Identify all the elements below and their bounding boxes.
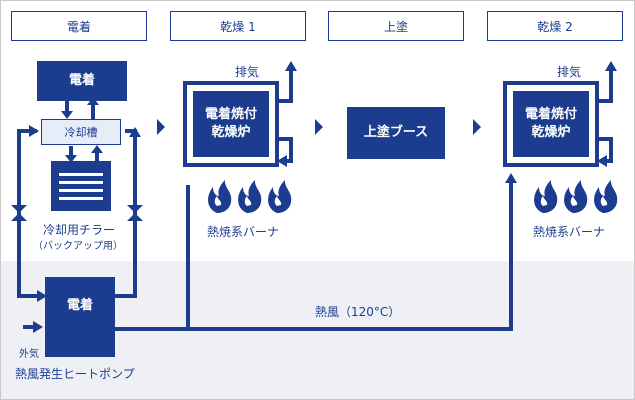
- heat-pump-label: 熱風発生ヒートポンプ: [15, 367, 135, 381]
- electrodeposition-top: 電着: [37, 61, 127, 101]
- top-coat-booth: 上塗ブース: [347, 107, 445, 159]
- flame-icon: [238, 180, 262, 213]
- arrow-icon: [61, 111, 73, 119]
- exhaust-label-2: 排気: [557, 65, 582, 79]
- flame-icon: [268, 180, 292, 213]
- cooling-tank: 冷却槽: [41, 119, 121, 145]
- chiller-label: 冷却用チラー: [43, 223, 116, 237]
- flame-icon: [534, 180, 558, 213]
- dryer-1: 電着焼付乾燥炉: [183, 81, 279, 167]
- arrow-icon: [285, 61, 297, 71]
- step-drying-1: 乾燥 1: [170, 11, 306, 41]
- dryer-2: 電着焼付乾燥炉: [503, 81, 599, 167]
- arrow-icon: [605, 61, 617, 71]
- step-electrodeposition: 電着: [11, 11, 147, 41]
- step-top-coat: 上塗: [328, 11, 464, 41]
- valve-icon: [127, 205, 143, 221]
- arrow-icon: [33, 321, 43, 333]
- valve-icon: [11, 205, 27, 221]
- arrow-icon: [597, 155, 607, 167]
- arrow-icon: [29, 125, 39, 137]
- flame-icon: [594, 180, 618, 213]
- chiller: [51, 161, 111, 211]
- arrow-icon: [65, 155, 77, 163]
- flame-icon: [564, 180, 588, 213]
- arrow-icon: [505, 173, 517, 183]
- burner-flames-2: [534, 180, 618, 213]
- flame-icon: [208, 180, 232, 213]
- arrow-icon: [129, 127, 141, 137]
- burner-flames-1: [208, 180, 292, 213]
- burner-label-1: 熱焼系バーナ: [207, 225, 280, 239]
- chiller-sub-label: （バックアップ用）: [33, 241, 123, 252]
- dryer-1-line2: 乾燥炉: [211, 125, 251, 140]
- burner-label-2: 熱焼系バーナ: [533, 225, 606, 239]
- dryer-1-line1: 電着焼付: [204, 106, 257, 122]
- arrow-icon: [87, 97, 99, 105]
- outside-air-label: 外気: [19, 349, 39, 360]
- arrow-icon: [277, 155, 287, 167]
- arrow-icon: [91, 145, 103, 153]
- hot-air-label: 熱風（120°C）: [315, 305, 401, 319]
- dryer-2-line2: 乾燥炉: [531, 125, 571, 140]
- heat-pump-unit: 電着: [45, 277, 115, 357]
- exhaust-label-1: 排気: [235, 65, 260, 79]
- step-drying-2: 乾燥 2: [487, 11, 623, 41]
- arrow-icon: [37, 290, 47, 302]
- dryer-2-line1: 電着焼付: [524, 106, 577, 122]
